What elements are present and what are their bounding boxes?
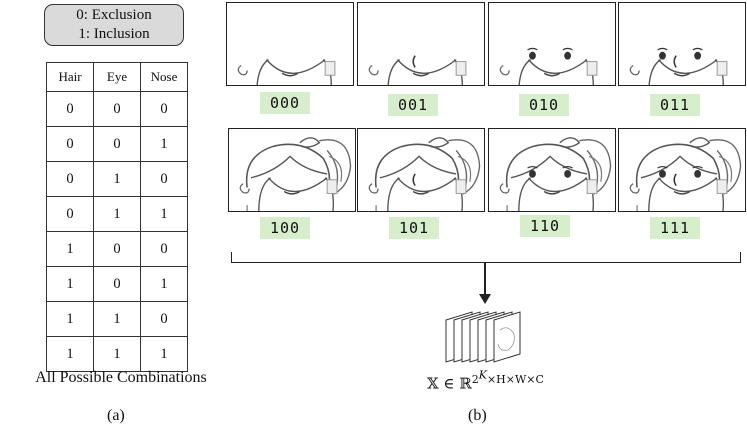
cell: 1 [46, 301, 94, 337]
legend-inclusion: 1: Inclusion [78, 26, 150, 42]
cell: 1 [93, 196, 141, 232]
formula-sup-base: 2 [471, 372, 479, 386]
image-frame-101 [357, 128, 485, 212]
tensor-formula: 𝕏 ∈ ℝ2K×H×W×C [427, 368, 544, 393]
image-frame-111 [618, 128, 746, 212]
cell: 1 [46, 231, 94, 267]
cell: 1 [140, 266, 188, 302]
subfigure-label-a: (a) [107, 407, 125, 424]
legend-exclusion: 0: Exclusion [76, 7, 152, 23]
cell: 0 [46, 91, 94, 127]
code-label-111: 111 [650, 217, 701, 239]
cell: 0 [46, 161, 94, 197]
cell: 0 [46, 196, 94, 232]
cell: 0 [140, 91, 188, 127]
image-frame-010 [488, 2, 616, 86]
grouping-bracket [231, 252, 741, 263]
header-nose: Nose [140, 62, 188, 92]
cell: 0 [93, 231, 141, 267]
code-label-100: 100 [260, 217, 311, 239]
code-label-000: 000 [260, 92, 311, 114]
table-caption: All Possible Combinations [35, 369, 207, 386]
code-label-101: 101 [389, 217, 440, 239]
code-label-110: 110 [520, 215, 571, 237]
arrow-shaft [484, 262, 486, 296]
subfigure-label-b: (b) [468, 407, 487, 424]
code-label-011: 011 [650, 94, 701, 116]
cell: 1 [140, 336, 188, 372]
legend-box: 0: Exclusion 1: Inclusion [44, 4, 184, 46]
cell: 1 [140, 126, 188, 162]
cell: 0 [140, 301, 188, 337]
image-frame-100 [228, 128, 356, 212]
cell: 0 [46, 126, 94, 162]
image-stack-icon [445, 311, 521, 363]
image-frame-000 [226, 2, 354, 86]
cell: 0 [140, 231, 188, 267]
cell: 0 [93, 91, 141, 127]
cell: 1 [93, 336, 141, 372]
image-frame-110 [488, 128, 616, 212]
cell: 1 [93, 301, 141, 337]
cell: 0 [93, 266, 141, 302]
cell: 0 [140, 161, 188, 197]
code-label-001: 001 [388, 94, 439, 116]
cell: 1 [46, 266, 94, 302]
table-header-row: Hair Eye Nose [46, 62, 188, 92]
formula-main: 𝕏 ∈ ℝ [427, 374, 472, 393]
cell: 0 [93, 126, 141, 162]
cell: 1 [140, 196, 188, 232]
cell: 1 [93, 161, 141, 197]
image-frame-011 [618, 2, 746, 86]
header-eye: Eye [93, 62, 141, 92]
formula-sup-rest: ×H×W×C [486, 372, 544, 386]
header-hair: Hair [46, 62, 94, 92]
image-frame-001 [357, 2, 485, 86]
cell: 1 [46, 336, 94, 372]
arrow-down-icon [479, 294, 491, 304]
formula-sup-k: K [478, 368, 487, 381]
code-label-010: 010 [519, 94, 570, 116]
